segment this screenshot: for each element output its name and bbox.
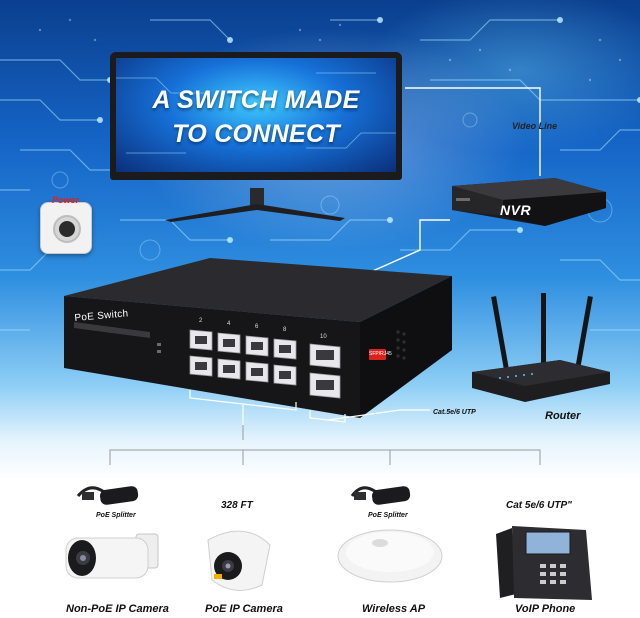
voip-cable-label: Cat 5e/6 UTP" <box>506 500 572 511</box>
uplink-cable-label: Cat.5e/6 UTP <box>433 409 476 416</box>
screen-circuit-icon <box>116 72 396 154</box>
device-label-poe-camera: PoE IP Camera <box>205 603 283 615</box>
port-number-4: 4 <box>227 321 231 327</box>
dome-camera-icon <box>207 530 271 591</box>
power-plug-icon <box>40 202 92 254</box>
router-label: Router <box>545 410 581 422</box>
video-line-label: Video Line <box>512 121 558 131</box>
port-number-6: 6 <box>255 324 259 330</box>
wireless-ap-icon <box>337 529 443 583</box>
splitter-label-2: PoE Splitter <box>368 512 408 519</box>
headline-line-1: A SWITCH MADE <box>152 86 360 114</box>
poe-splitter-icon <box>350 486 411 505</box>
uplink-port-tag: SFP/RJ45 <box>369 349 392 360</box>
voip-phone-icon <box>496 526 592 600</box>
device-label-wireless-ap: Wireless AP <box>362 603 426 615</box>
power-label: Power <box>52 195 80 205</box>
distance-label: 328 FT <box>221 500 253 511</box>
monitor: A SWITCH MADE TO CONNECT <box>110 52 402 188</box>
splitter-label-1: PoE Splitter <box>96 512 136 519</box>
headline-line-2: TO CONNECT <box>172 120 340 148</box>
device-label-non-poe-camera: Non-PoE IP Camera <box>66 603 169 615</box>
ip-camera-icon <box>65 533 159 579</box>
port-number-10: 10 <box>320 334 327 340</box>
port-number-8: 8 <box>283 327 287 333</box>
port-number-2: 2 <box>199 318 203 324</box>
device-label-voip-phone: VoIP Phone <box>515 603 576 615</box>
nvr-label: NVR <box>500 202 532 218</box>
monitor-screen: A SWITCH MADE TO CONNECT <box>116 58 396 172</box>
poe-splitter-icon <box>76 486 139 505</box>
